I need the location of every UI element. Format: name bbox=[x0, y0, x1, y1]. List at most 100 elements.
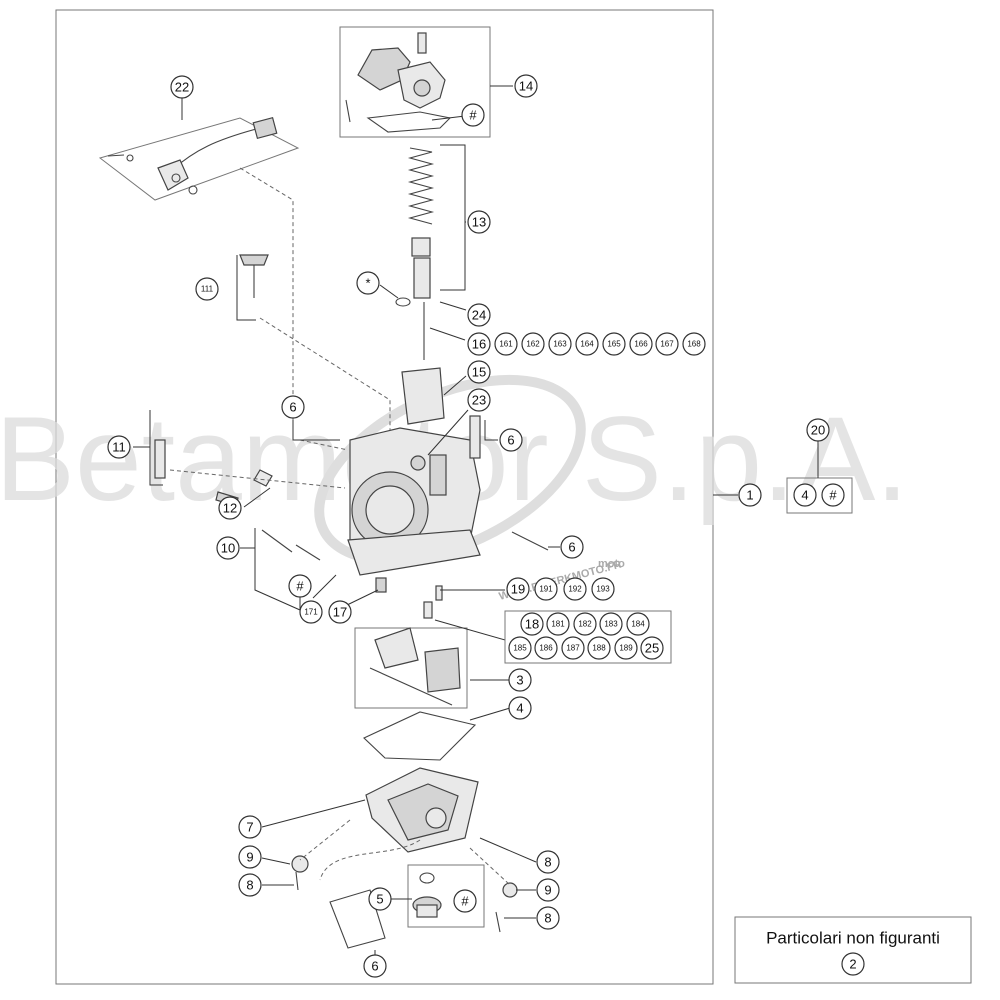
svg-text:22: 22 bbox=[175, 80, 189, 95]
svg-text:12: 12 bbox=[223, 501, 237, 516]
callout-22: 22 bbox=[170, 75, 194, 99]
drain-plug-part bbox=[412, 872, 442, 918]
svg-text:5: 5 bbox=[376, 892, 383, 907]
svg-text:7: 7 bbox=[246, 820, 253, 835]
svg-text:25: 25 bbox=[645, 641, 659, 656]
svg-text:17: 17 bbox=[333, 605, 347, 620]
callout-171: 171 bbox=[299, 600, 323, 624]
svg-text:171: 171 bbox=[304, 608, 318, 617]
throttle-slide-part bbox=[401, 367, 445, 425]
callout-hash-5: # bbox=[453, 889, 477, 913]
callout-191: 191 bbox=[534, 577, 558, 601]
callout-8-right-top: 8 bbox=[536, 850, 560, 874]
callout-166: 166 bbox=[629, 332, 653, 356]
item-5-box bbox=[407, 864, 485, 928]
svg-text:3: 3 bbox=[516, 673, 523, 688]
throttle-spring-part bbox=[395, 147, 435, 360]
svg-text:6: 6 bbox=[289, 400, 296, 415]
callout-168: 168 bbox=[682, 332, 706, 356]
svg-text:9: 9 bbox=[544, 883, 551, 898]
callout-8-right-bottom: 8 bbox=[536, 906, 560, 930]
svg-text:184: 184 bbox=[631, 620, 645, 629]
callout-161: 161 bbox=[494, 332, 518, 356]
svg-text:187: 187 bbox=[566, 644, 580, 653]
callout-189: 189 bbox=[614, 636, 638, 660]
legend-title: Particolari non figuranti bbox=[766, 929, 940, 948]
svg-text:183: 183 bbox=[604, 620, 618, 629]
svg-text:111: 111 bbox=[201, 285, 214, 294]
assembly-line-c bbox=[169, 469, 346, 489]
leader-lines bbox=[133, 85, 853, 960]
callout-19: 19 bbox=[506, 577, 530, 601]
svg-text:13: 13 bbox=[472, 215, 486, 230]
callout-6-mid: 6 bbox=[560, 535, 584, 559]
assembly-line-g bbox=[319, 839, 421, 881]
svg-text:*: * bbox=[365, 276, 370, 291]
svg-text:167: 167 bbox=[660, 340, 674, 349]
callout-185: 185 bbox=[508, 636, 532, 660]
assembly-line-e bbox=[299, 819, 351, 861]
callout-5: 5 bbox=[368, 887, 392, 911]
svg-text:18: 18 bbox=[525, 617, 539, 632]
svg-text:#: # bbox=[829, 488, 837, 503]
callout-16: 16 bbox=[467, 332, 491, 356]
callout-3: 3 bbox=[508, 668, 532, 692]
callout-6-bottom: 6 bbox=[363, 954, 387, 978]
diagram-frame bbox=[55, 9, 714, 985]
callout-20-4: 4 bbox=[793, 483, 817, 507]
svg-text:8: 8 bbox=[544, 911, 551, 926]
throttle-cam-part bbox=[345, 32, 452, 133]
float-part bbox=[369, 627, 461, 706]
svg-text:161: 161 bbox=[499, 340, 513, 349]
svg-text:188: 188 bbox=[592, 644, 606, 653]
callout-20-hash: # bbox=[821, 483, 845, 507]
callout-4: 4 bbox=[508, 696, 532, 720]
svg-text:15: 15 bbox=[472, 365, 486, 380]
callout-181: 181 bbox=[546, 612, 570, 636]
svg-text:4: 4 bbox=[516, 701, 523, 716]
callout-167: 167 bbox=[655, 332, 679, 356]
item-14-box bbox=[339, 26, 491, 138]
svg-text:189: 189 bbox=[619, 644, 633, 653]
callout-hash-14: # bbox=[461, 103, 485, 127]
callout-15: 15 bbox=[467, 360, 491, 384]
svg-text:8: 8 bbox=[246, 878, 253, 893]
svg-text:4: 4 bbox=[801, 488, 808, 503]
svg-text:162: 162 bbox=[526, 340, 540, 349]
float-bowl-part bbox=[365, 767, 479, 853]
svg-text:192: 192 bbox=[568, 585, 582, 594]
svg-text:1: 1 bbox=[746, 488, 753, 503]
svg-text:10: 10 bbox=[221, 541, 235, 556]
svg-text:185: 185 bbox=[513, 644, 527, 653]
callout-6-left: 6 bbox=[281, 395, 305, 419]
callout-186: 186 bbox=[534, 636, 558, 660]
callout-17: 17 bbox=[328, 600, 352, 624]
callout-9-left: 9 bbox=[238, 845, 262, 869]
svg-text:168: 168 bbox=[687, 340, 701, 349]
item-3-box bbox=[354, 627, 468, 709]
callout-111: 111 bbox=[195, 277, 219, 301]
item-22-panel bbox=[98, 117, 300, 201]
svg-text:166: 166 bbox=[634, 340, 648, 349]
callout-20: 20 bbox=[806, 418, 830, 442]
svg-text:23: 23 bbox=[472, 393, 486, 408]
svg-text:14: 14 bbox=[519, 79, 533, 94]
legend-callout-2: 2 bbox=[841, 952, 865, 976]
svg-text:#: # bbox=[469, 108, 477, 123]
callout-6-right: 6 bbox=[499, 428, 523, 452]
svg-text:11: 11 bbox=[112, 440, 126, 455]
svg-text:8: 8 bbox=[544, 855, 551, 870]
svg-text:#: # bbox=[296, 579, 304, 594]
watermark-logo-text: moto bbox=[598, 558, 625, 570]
svg-text:24: 24 bbox=[472, 308, 486, 323]
callout-162: 162 bbox=[521, 332, 545, 356]
svg-text:20: 20 bbox=[811, 423, 825, 438]
svg-text:186: 186 bbox=[539, 644, 553, 653]
callout-10: 10 bbox=[216, 536, 240, 560]
callout-193: 193 bbox=[591, 577, 615, 601]
callout-182: 182 bbox=[573, 612, 597, 636]
svg-text:2: 2 bbox=[849, 957, 856, 972]
svg-text:163: 163 bbox=[553, 340, 567, 349]
svg-text:#: # bbox=[461, 894, 469, 909]
